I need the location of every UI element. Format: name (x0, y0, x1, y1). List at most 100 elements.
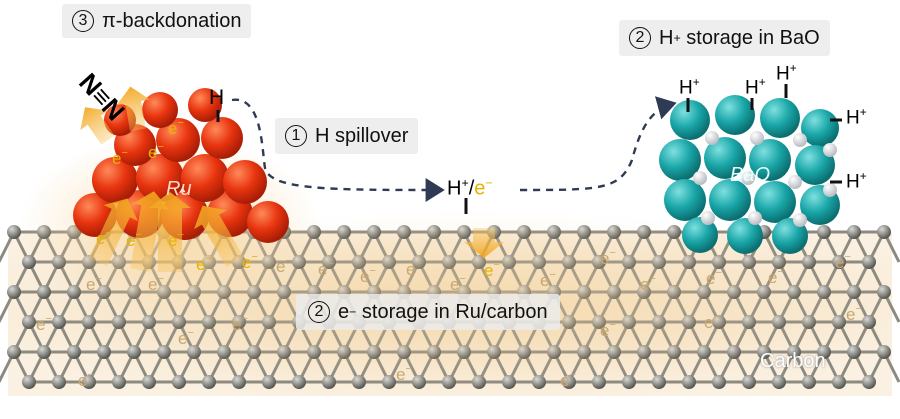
label-text: storage in Ru/carbon (356, 300, 548, 323)
label-pi-backdonation: 3 π-backdonation (62, 4, 252, 38)
bao-label: BaO (730, 164, 771, 186)
bao-atom (749, 139, 791, 181)
electron-glyph-sup: − (569, 369, 575, 381)
step-number-2: 2 (308, 301, 330, 323)
spillover-path-2 (519, 96, 677, 192)
label-e-storage: 2 e− storage in Ru/carbon (296, 294, 560, 330)
bao-atom (795, 145, 835, 185)
proton-atom (748, 211, 762, 225)
electron-glyph-sup: − (285, 255, 291, 267)
carbon-atom (877, 345, 891, 359)
electron-glyph-sup: − (157, 141, 163, 153)
bao-atom (760, 98, 800, 138)
electron-arrow (88, 198, 139, 267)
ru-atom (136, 154, 184, 202)
carbon-atom (7, 225, 21, 239)
electron-glyph-sup: − (251, 251, 257, 263)
proton-atom (788, 175, 802, 189)
carbon-atom (847, 225, 861, 239)
electron-arrows (80, 86, 504, 272)
ru-atom (156, 118, 200, 162)
proton-atom (693, 171, 707, 185)
proton-label: H+ (846, 106, 867, 129)
ru-atom (201, 117, 243, 159)
label-h-spillover: 1 H spillover (275, 118, 419, 154)
backdonation-arrow (80, 107, 115, 145)
electron-glyph-sup: − (609, 247, 615, 259)
carbon-atom (832, 375, 846, 389)
carbon-atom (802, 375, 816, 389)
carbon-atom (772, 375, 786, 389)
ru-atom (142, 92, 178, 128)
arrow-shape (149, 192, 191, 272)
backdonation-arrow (116, 86, 150, 132)
electron-glyph-sup: − (713, 311, 719, 323)
carbon-label: Carbon (760, 350, 826, 372)
proton-atom (741, 171, 755, 185)
electron-sup: − (485, 176, 493, 190)
label-sup: + (673, 31, 681, 45)
arrow-shape (116, 86, 150, 132)
carbon-atom (202, 375, 216, 389)
proton-atom (793, 133, 807, 147)
proton-atom (823, 143, 837, 157)
electron-glyph-sup: − (121, 147, 127, 159)
electron-glyph-sup: − (177, 117, 183, 129)
carbon-atom (7, 285, 21, 299)
label-text: H spillover (315, 124, 409, 147)
electron-glyph-sup: − (205, 253, 211, 265)
carbon-atom (742, 375, 756, 389)
arrow-shape (194, 205, 244, 267)
proton-atom (705, 131, 719, 145)
electron-glyph-sup: − (715, 267, 721, 279)
carbon-atom (172, 375, 186, 389)
carbon-atom (232, 375, 246, 389)
electron-glyph-sup: − (105, 227, 111, 239)
bao-atom (754, 181, 796, 223)
carbon-atom (97, 345, 111, 359)
bao-atom (715, 95, 755, 135)
carbon-atom (67, 345, 81, 359)
carbon-atom (817, 225, 831, 239)
spillover-species-label: H+/e− (447, 176, 493, 201)
label-text: storage in BaO (680, 26, 820, 49)
arrow-shape (88, 198, 139, 267)
bao-atom (704, 137, 746, 179)
carbon-atom (22, 315, 36, 329)
electron-glyph-sup: − (87, 369, 93, 381)
electron-glyph-sup: − (415, 258, 421, 270)
carbon-atom (112, 375, 126, 389)
electron-glyph-sup: − (135, 229, 141, 241)
label-text: e (338, 300, 350, 323)
electron-base: e (474, 177, 486, 200)
electron-glyph-sup: − (177, 229, 183, 241)
slash: / (468, 177, 475, 200)
carbon-atom (82, 375, 96, 389)
electron-glyph-sup: − (45, 313, 51, 325)
hydrogen-label: H (209, 86, 225, 109)
bao-atom (670, 100, 710, 140)
spillover-paths (231, 96, 677, 202)
label-sup: − (349, 305, 357, 319)
ru-atom (223, 160, 267, 204)
proton-label: H+ (745, 76, 766, 99)
bao-atom (772, 218, 808, 254)
bao-atom (682, 217, 718, 253)
electron-glyph-sup: − (241, 313, 247, 325)
proton-atom (823, 183, 837, 197)
spillover-path-1 (231, 98, 445, 202)
proton-atom (750, 131, 764, 145)
proton-label: H+ (679, 76, 700, 99)
electron-glyph-sup: − (844, 251, 850, 263)
bao-atom (801, 109, 839, 147)
bao-atom (664, 179, 706, 221)
proton-atom (701, 211, 715, 225)
bao-atom (727, 218, 763, 254)
ru-atom (92, 157, 138, 203)
carbon-atom (52, 375, 66, 389)
step-number-3: 3 (72, 10, 94, 32)
electron-transfer-arrow (464, 228, 504, 258)
electron-arrow (194, 205, 244, 267)
carbon-atom (142, 375, 156, 389)
proton-label: H+ (846, 170, 867, 193)
